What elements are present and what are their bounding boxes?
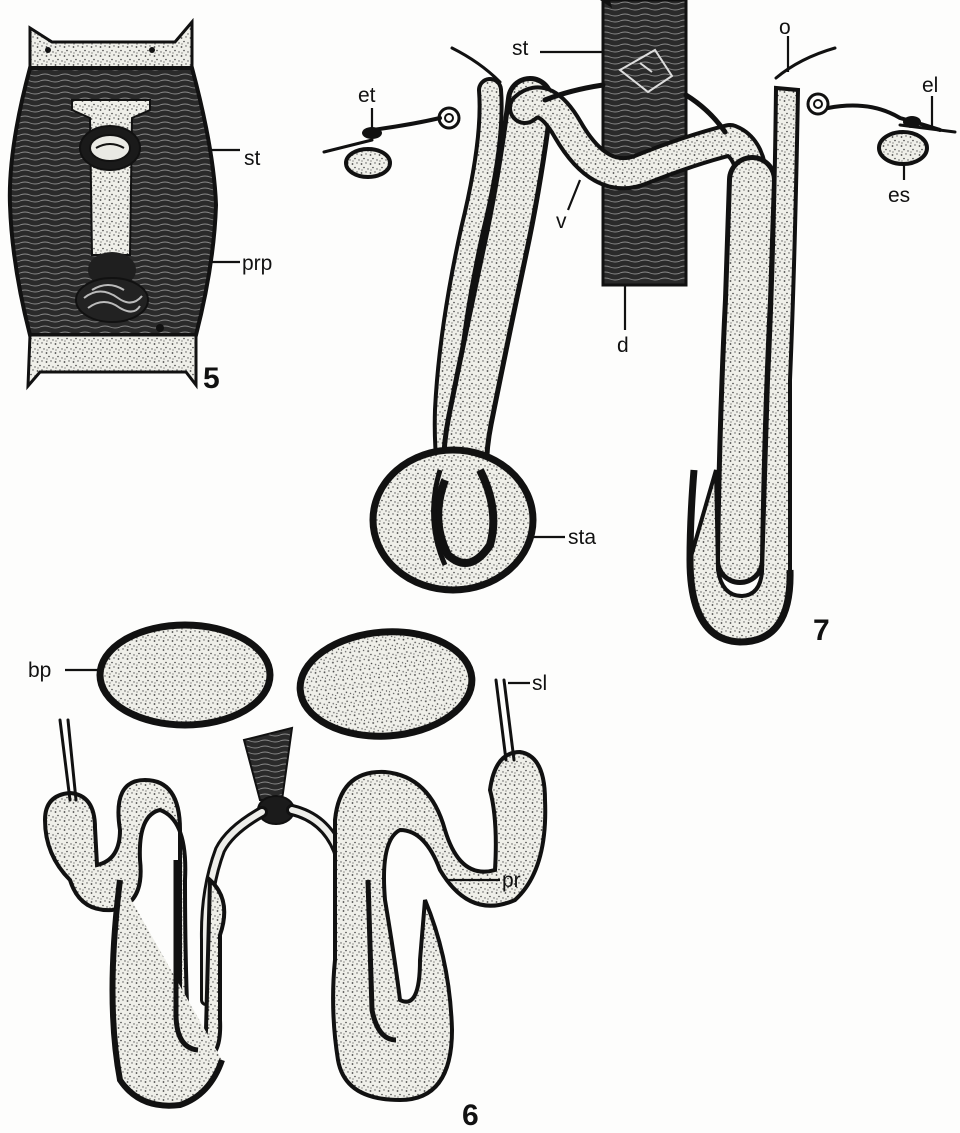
fig6-number: 6 bbox=[462, 1099, 479, 1132]
fig6-label-pr: pr bbox=[502, 869, 521, 892]
fig6-central-cone bbox=[244, 728, 292, 800]
fig7-right-nephridium-inner bbox=[740, 180, 752, 560]
fig5-anterior-segment bbox=[30, 22, 192, 68]
fig5-number: 5 bbox=[203, 362, 220, 395]
fig6-right-gland bbox=[333, 752, 545, 1100]
figure-5: st prp 5 bbox=[10, 22, 273, 395]
fig7-label-st: st bbox=[512, 37, 529, 60]
fig6-body-right bbox=[297, 626, 476, 742]
fig5-label-prp: prp bbox=[242, 252, 272, 275]
fig7-body-wall-right bbox=[776, 48, 835, 78]
figure-7: st et o el es v d sta 7 bbox=[324, 0, 955, 647]
fig6-label-bp: bp bbox=[28, 659, 51, 682]
fig7-label-o: o bbox=[779, 16, 791, 39]
fig7-ampulla-sta bbox=[373, 450, 533, 590]
fig7-sac-right bbox=[879, 132, 927, 164]
fig7-label-d: d bbox=[617, 334, 629, 357]
fig5-posterior-segment bbox=[28, 335, 196, 386]
fig7-label-sta: sta bbox=[568, 526, 596, 549]
fig6-label-sl: sl bbox=[532, 672, 547, 695]
fig7-label-et: et bbox=[358, 84, 376, 107]
fig5-label-st: st bbox=[244, 147, 261, 170]
fig7-label-es: es bbox=[888, 184, 910, 207]
fig7-label-el: el bbox=[922, 74, 938, 97]
fig7-sac-left bbox=[346, 149, 390, 177]
figure-6: bp sl pr 6 bbox=[28, 625, 547, 1132]
fig7-label-v: v bbox=[556, 210, 567, 233]
fig7-body-wall-left bbox=[452, 48, 500, 82]
fig7-number: 7 bbox=[813, 614, 830, 647]
fig6-body-left-bp bbox=[100, 625, 270, 725]
